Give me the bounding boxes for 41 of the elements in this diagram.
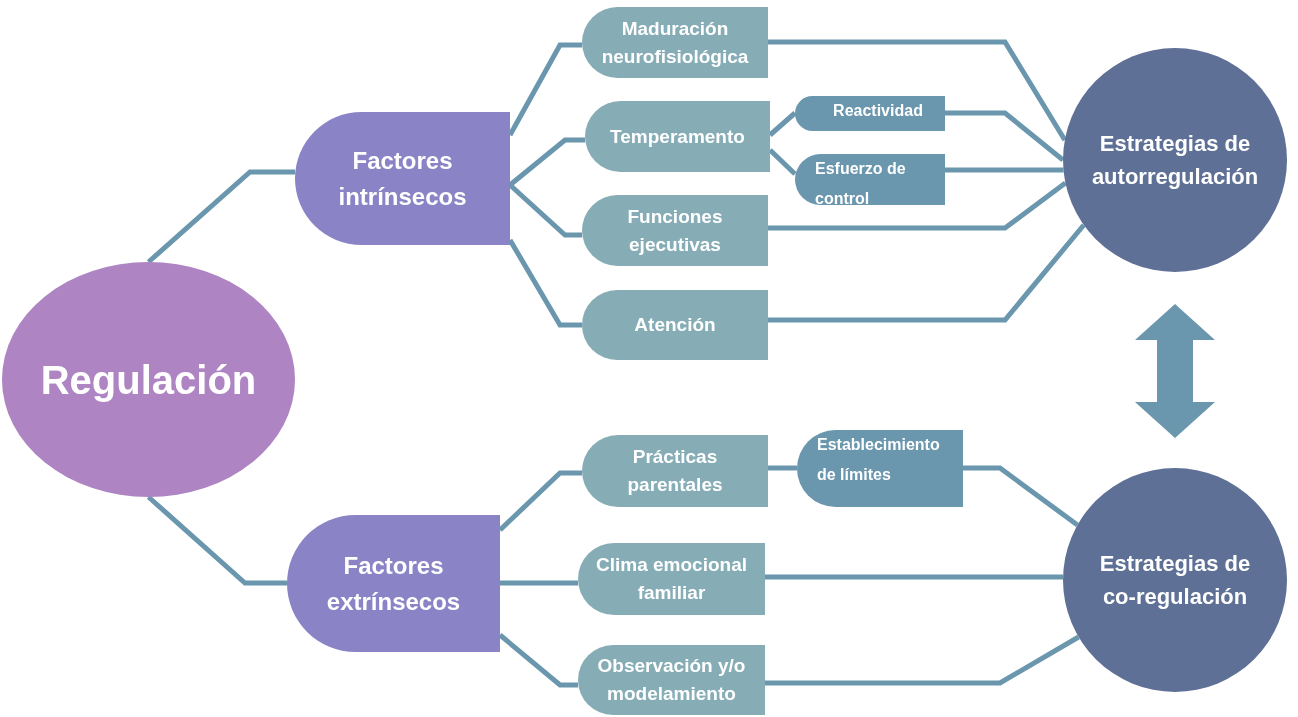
connector-line: [768, 223, 1086, 323]
node-label: Temperamento: [609, 124, 746, 149]
rounded-box: [578, 645, 765, 715]
node-label: Estrategias de autorregulación: [1090, 130, 1260, 191]
rounded-box: [295, 112, 510, 245]
rounded-box: [578, 543, 765, 615]
connector-line: [945, 167, 1064, 173]
node-label: Esfuerzo de control: [814, 159, 907, 210]
connector-line: [768, 181, 1067, 231]
connector-line: [765, 574, 1064, 580]
rounded-box: [582, 195, 768, 266]
rounded-box: [795, 96, 945, 131]
connector-line: [963, 465, 1079, 527]
node-label: Atención: [633, 313, 717, 338]
node-label: Factores extrínsecos: [325, 550, 462, 617]
double-arrow: [1135, 304, 1215, 438]
connector-line: [146, 169, 295, 264]
node-label: Funciones ejecutivas: [626, 204, 724, 257]
connector-line: [507, 238, 582, 328]
node-label: Estrategias de co-regulación: [1098, 550, 1252, 611]
connector-line: [765, 634, 1080, 686]
node-label: Establecimiento de límites: [816, 435, 941, 486]
rounded-box: [287, 515, 500, 652]
node-label: Maduración neurofisiológica: [600, 16, 750, 69]
rounded-box: [582, 7, 768, 78]
connector-line: [945, 110, 1065, 162]
rounded-box: [582, 290, 768, 360]
node-label: Reactividad: [832, 101, 924, 121]
connector-line: [768, 465, 797, 471]
rounded-box: [797, 430, 963, 507]
rounded-box: [582, 435, 768, 507]
node-label: Clima emocional familiar: [595, 553, 748, 605]
connector-line: [146, 495, 287, 586]
rounded-box: [585, 101, 770, 172]
node-label: Factores intrínsecos: [337, 145, 468, 212]
node-label: Observación y/o modelamiento: [596, 654, 747, 706]
connector-line: [768, 39, 1067, 142]
connector-line: [500, 580, 578, 586]
node-label: Prácticas parentales: [626, 445, 724, 497]
node-label: Regulación: [39, 356, 258, 404]
rounded-box: [795, 154, 945, 205]
